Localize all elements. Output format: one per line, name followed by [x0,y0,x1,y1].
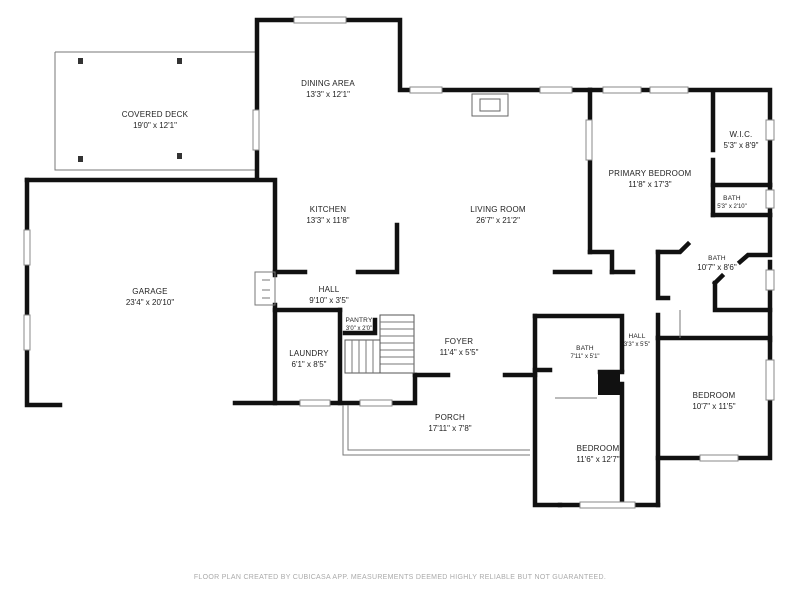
svg-text:PORCH: PORCH [435,413,465,422]
room-primary-bedroom: PRIMARY BEDROOM 11'8" x 17'3" [609,169,692,189]
svg-text:BEDROOM: BEDROOM [693,391,736,400]
svg-text:10'7" x 11'5": 10'7" x 11'5" [692,402,735,411]
svg-text:6'1" x 8'5": 6'1" x 8'5" [292,360,327,369]
svg-text:19'0" x 12'1": 19'0" x 12'1" [133,121,177,130]
svg-text:11'4" x 5'5": 11'4" x 5'5" [440,348,479,357]
svg-text:HALL: HALL [628,333,645,340]
room-hall-main: HALL 9'10" x 3'5" [309,285,349,305]
covered-deck-outline [54,51,255,171]
windows [23,16,775,509]
room-porch: PORCH 17'11" x 7'8" [428,413,471,433]
svg-text:3'0" x 2'0": 3'0" x 2'0" [346,326,372,332]
room-bedroom-right: BEDROOM 10'7" x 11'5" [692,391,735,411]
svg-text:17'11" x 7'8": 17'11" x 7'8" [428,424,471,433]
svg-text:DINING AREA: DINING AREA [301,79,355,88]
svg-text:3'3" x 5'5": 3'3" x 5'5" [624,342,650,348]
svg-text:COVERED DECK: COVERED DECK [122,110,189,119]
footer-disclaimer: FLOOR PLAN CREATED BY CUBICASA APP. MEAS… [193,574,607,581]
svg-text:PRIMARY BEDROOM: PRIMARY BEDROOM [609,169,692,178]
svg-text:W.I.C.: W.I.C. [730,130,753,139]
svg-text:GARAGE: GARAGE [132,287,167,296]
room-wic: W.I.C. 5'3" x 8'9" [724,130,759,150]
fireplace-icon [471,93,509,117]
svg-text:26'7" x 21'2": 26'7" x 21'2" [476,216,520,225]
room-laundry: LAUNDRY 6'1" x 8'5" [289,349,329,369]
svg-text:KITCHEN: KITCHEN [310,205,347,214]
svg-text:11'8" x 17'3": 11'8" x 17'3" [628,180,671,189]
interior-details [254,271,681,399]
room-bath-small: BATH 5'3" x 2'10" [717,195,747,210]
room-hall-small: HALL 3'3" x 5'5" [624,333,650,348]
room-bedroom-bottom: BEDROOM 11'6" x 12'7" [576,444,619,464]
room-bath-hall: BATH 7'11" x 5'1" [570,345,599,360]
svg-text:5'3" x 2'10": 5'3" x 2'10" [717,204,747,210]
svg-text:11'6" x 12'7": 11'6" x 12'7" [576,455,619,464]
svg-text:PANTRY: PANTRY [346,317,373,324]
svg-text:10'7" x 8'6": 10'7" x 8'6" [697,263,737,272]
svg-text:HALL: HALL [319,285,340,294]
svg-text:5'3" x 8'9": 5'3" x 8'9" [724,141,759,150]
svg-text:23'4" x 20'10": 23'4" x 20'10" [126,298,174,307]
room-garage: GARAGE 23'4" x 20'10" [126,287,174,307]
svg-text:13'3" x 12'1": 13'3" x 12'1" [306,90,350,99]
svg-text:BEDROOM: BEDROOM [577,444,620,453]
staircase [344,314,415,374]
svg-text:FOYER: FOYER [445,337,474,346]
room-foyer: FOYER 11'4" x 5'5" [440,337,479,357]
svg-text:7'11" x 5'1": 7'11" x 5'1" [570,354,599,360]
room-covered-deck: COVERED DECK 19'0" x 12'1" [122,110,189,130]
room-living-room: LIVING ROOM 26'7" x 21'2" [470,205,526,225]
porch-outline [342,405,530,456]
svg-text:LIVING ROOM: LIVING ROOM [470,205,526,214]
closet-block [598,372,620,395]
svg-text:BATH: BATH [576,345,594,352]
room-pantry: PANTRY 3'0" x 2'0" [346,317,373,332]
svg-text:9'10" x 3'5": 9'10" x 3'5" [309,296,349,305]
svg-text:BATH: BATH [723,195,741,202]
svg-text:13'3" x 11'8": 13'3" x 11'8" [306,216,349,225]
room-kitchen: KITCHEN 13'3" x 11'8" [306,205,349,225]
svg-text:BATH: BATH [708,255,726,262]
room-bath-primary: BATH 10'7" x 8'6" [697,255,737,272]
svg-text:LAUNDRY: LAUNDRY [289,349,329,358]
room-dining-area: DINING AREA 13'3" x 12'1" [301,79,355,99]
